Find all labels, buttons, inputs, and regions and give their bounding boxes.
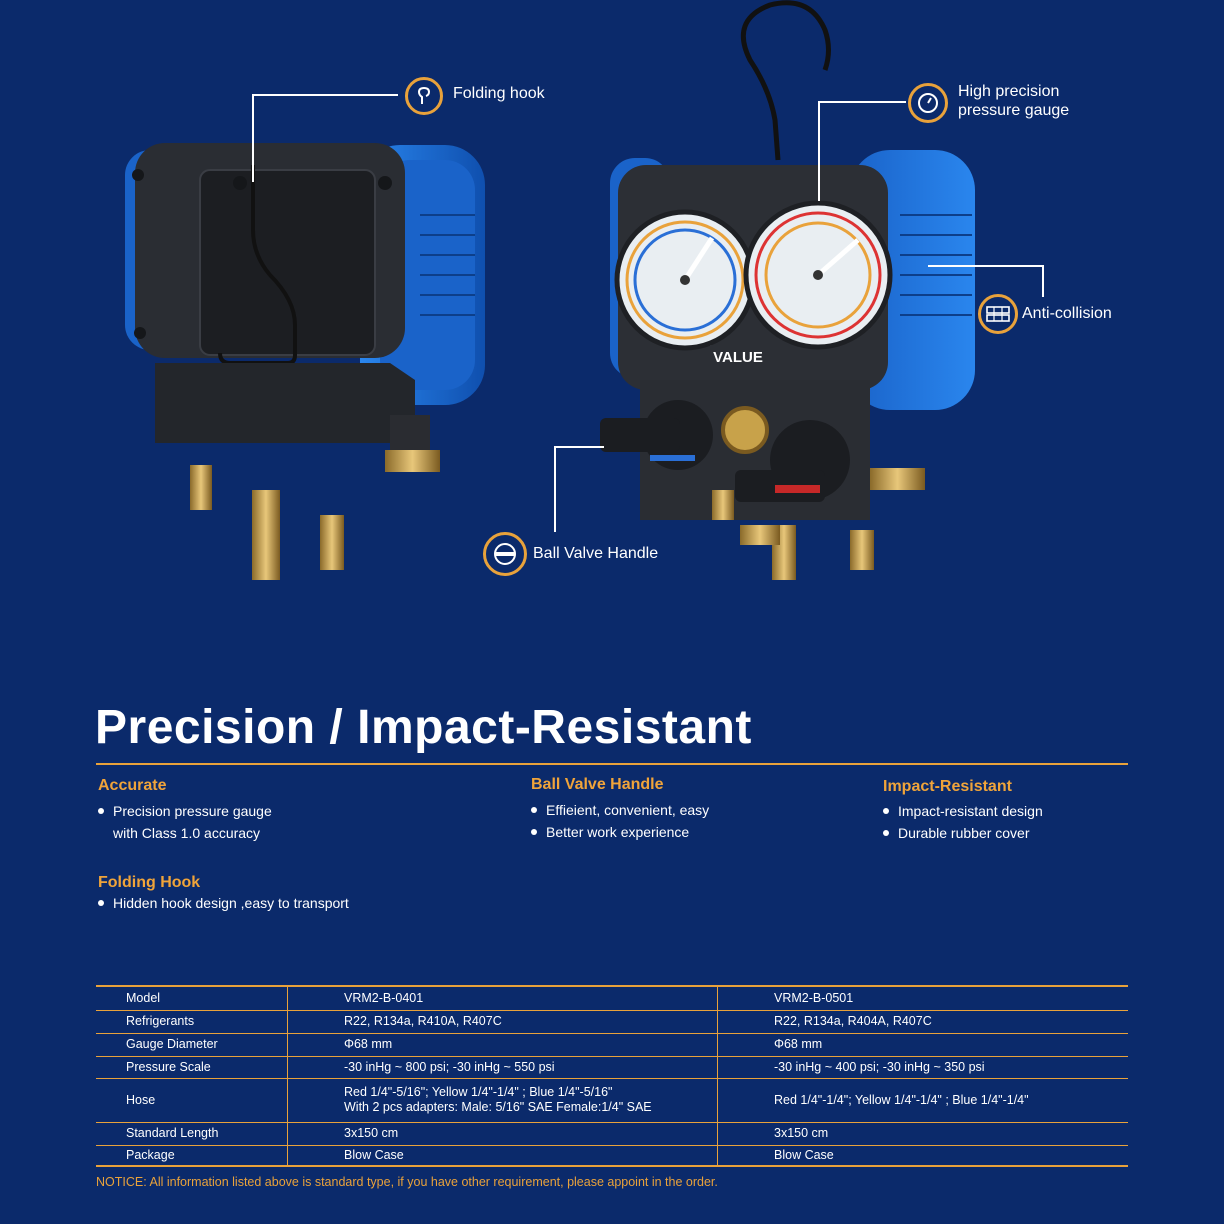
spec-label: Model bbox=[96, 985, 288, 1011]
spec-value-b: Red 1/4"-1/4"; Yellow 1/4"-1/4" ; Blue 1… bbox=[717, 1077, 1128, 1123]
spec-value-a: 3x150 cm bbox=[287, 1121, 718, 1146]
gauge-label-line2: pressure gauge bbox=[958, 102, 1070, 119]
spec-value-b: -30 inHg ~ 400 psi; -30 inHg ~ 350 psi bbox=[717, 1055, 1128, 1079]
spec-value-a: Φ68 mm bbox=[287, 1032, 718, 1057]
spec-value-b: VRM2-B-0501 bbox=[717, 985, 1128, 1011]
folding-hook-label: Folding hook bbox=[453, 85, 545, 102]
anti-collision-icon bbox=[986, 306, 1010, 322]
table-row: Model VRM2-B-0401 VRM2-B-0501 bbox=[96, 985, 1128, 1011]
folding-hook-leader-v bbox=[252, 94, 254, 182]
table-row: Gauge Diameter Φ68 mm Φ68 mm bbox=[96, 1032, 1128, 1057]
title-divider bbox=[96, 763, 1128, 765]
table-row: Standard Length 3x150 cm 3x150 cm bbox=[96, 1121, 1128, 1146]
spec-label: Standard Length bbox=[96, 1121, 288, 1146]
gauge-label-line1: High precision bbox=[958, 83, 1060, 100]
gauge-icon bbox=[918, 93, 938, 113]
table-row: Pressure Scale -30 inHg ~ 800 psi; -30 i… bbox=[96, 1055, 1128, 1079]
gauge-leader-h bbox=[818, 101, 906, 103]
hook-icon bbox=[417, 86, 431, 104]
spec-label: Gauge Diameter bbox=[96, 1032, 288, 1057]
gauge-callout bbox=[908, 83, 948, 123]
spec-label: Package bbox=[96, 1144, 288, 1167]
feature-impact-list: Impact-resistant design Durable rubber c… bbox=[882, 800, 1043, 844]
table-row: Package Blow Case Blow Case bbox=[96, 1144, 1128, 1167]
notice-text: NOTICE: All information listed above is … bbox=[96, 1175, 718, 1189]
list-item: Better work experience bbox=[530, 821, 709, 843]
list-item: Durable rubber cover bbox=[882, 822, 1043, 844]
spec-value-a: Blow Case bbox=[287, 1144, 718, 1167]
manifold-front-view-image: VALUE bbox=[600, 0, 975, 580]
ball-valve-callout bbox=[483, 532, 527, 576]
feature-accurate-title: Accurate bbox=[98, 777, 167, 794]
page-title: Precision / Impact-Resistant bbox=[95, 701, 752, 754]
ball-valve-icon bbox=[494, 543, 516, 565]
table-row: Hose Red 1/4"-5/16"; Yellow 1/4"-1/4" ; … bbox=[96, 1077, 1128, 1123]
list-item: Effieient, convenient, easy bbox=[530, 799, 709, 821]
gauge-leader-v bbox=[818, 101, 820, 201]
spec-table: Model VRM2-B-0401 VRM2-B-0501 Refrigeran… bbox=[96, 985, 1128, 1167]
spec-value-a-line1: Red 1/4"-5/16"; Yellow 1/4"-1/4" ; Blue … bbox=[344, 1085, 613, 1099]
anti-collision-callout bbox=[978, 294, 1018, 334]
feature-ball-valve-list: Effieient, convenient, easy Better work … bbox=[530, 799, 709, 843]
brand-logo-front: VALUE bbox=[713, 349, 763, 366]
spec-value-b: Φ68 mm bbox=[717, 1032, 1128, 1057]
spec-value-a: VRM2-B-0401 bbox=[287, 985, 718, 1011]
spec-label: Hose bbox=[96, 1077, 288, 1123]
feature-impact-title: Impact-Resistant bbox=[883, 778, 1012, 795]
spec-value-a-line2: With 2 pcs adapters: Male: 5/16" SAE Fem… bbox=[344, 1100, 652, 1114]
spec-value-b: 3x150 cm bbox=[717, 1121, 1128, 1146]
anti-collision-leader-h bbox=[928, 265, 1044, 267]
spec-value-a: R22, R134a, R410A, R407C bbox=[287, 1009, 718, 1034]
manifold-back-view-image bbox=[125, 143, 485, 580]
spec-label: Pressure Scale bbox=[96, 1055, 288, 1079]
feature-folding-title: Folding Hook bbox=[98, 874, 201, 891]
table-row: Refrigerants R22, R134a, R410A, R407C R2… bbox=[96, 1009, 1128, 1034]
ball-valve-leader-h bbox=[554, 446, 604, 448]
list-item: Precision pressure gauge bbox=[97, 800, 272, 822]
spec-label: Refrigerants bbox=[96, 1009, 288, 1034]
feature-folding-list: Hidden hook design ,easy to transport bbox=[97, 892, 349, 914]
anti-collision-label: Anti-collision bbox=[1022, 305, 1112, 322]
folding-hook-callout bbox=[405, 77, 443, 115]
ball-valve-leader-v bbox=[554, 446, 556, 532]
feature-accurate-list: Precision pressure gauge with Class 1.0 … bbox=[97, 800, 272, 844]
ball-valve-label: Ball Valve Handle bbox=[533, 545, 659, 562]
folding-hook-leader-h bbox=[252, 94, 398, 96]
list-item: Impact-resistant design bbox=[882, 800, 1043, 822]
feature-ball-valve-title: Ball Valve Handle bbox=[531, 776, 664, 793]
anti-collision-leader-v bbox=[1042, 265, 1044, 297]
list-item: with Class 1.0 accuracy bbox=[113, 825, 261, 841]
spec-value-a: Red 1/4"-5/16"; Yellow 1/4"-1/4" ; Blue … bbox=[287, 1077, 718, 1123]
spec-value-a: -30 inHg ~ 800 psi; -30 inHg ~ 550 psi bbox=[287, 1055, 718, 1079]
list-item: Hidden hook design ,easy to transport bbox=[97, 892, 349, 914]
spec-value-b: R22, R134a, R404A, R407C bbox=[717, 1009, 1128, 1034]
spec-value-b: Blow Case bbox=[717, 1144, 1128, 1167]
